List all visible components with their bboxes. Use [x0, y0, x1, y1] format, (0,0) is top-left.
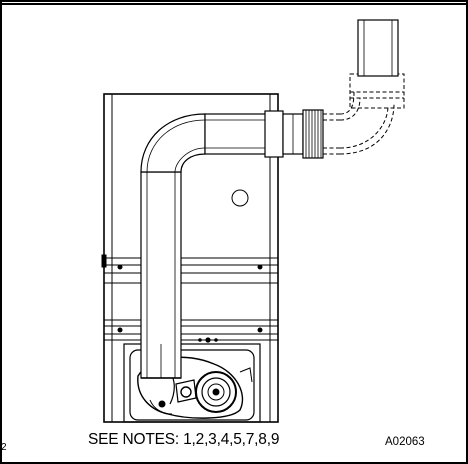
pipe-coupling [302, 109, 324, 159]
blower-compartment [123, 337, 261, 423]
vent-pipe-vertical [140, 171, 182, 379]
figure-id: A02063 [385, 436, 425, 448]
vent-termination [357, 19, 399, 77]
furnace-cabinet [101, 93, 279, 423]
edge-mark: 2 [1, 442, 7, 453]
access-hole [231, 189, 249, 207]
notes-caption: SEE NOTES: 1,2,3,4,5,7,8,9 [88, 431, 280, 448]
vent-elbow [140, 113, 206, 173]
vent-pipe-horizontal [204, 110, 304, 158]
vent-pipe-dashed [323, 73, 405, 155]
